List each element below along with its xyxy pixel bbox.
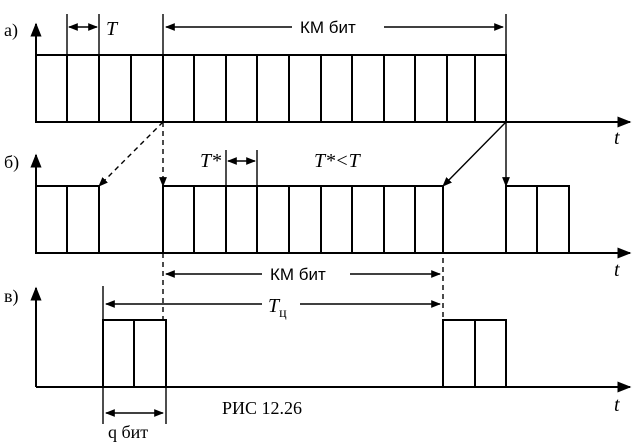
span-b-label: КМ бит <box>270 265 326 284</box>
row-a-span-label: КМ бит <box>300 18 356 37</box>
row-b-bit-block <box>162 185 444 254</box>
row-c: в) t Tц q бит <box>4 286 632 442</box>
row-c-label: в) <box>4 286 19 307</box>
solid-arrow-diagonal <box>442 121 507 187</box>
row-b-relation-label: T*<T <box>314 150 362 172</box>
span-b: КМ бит <box>162 186 444 322</box>
row-c-axis-label: t <box>614 394 620 416</box>
row-b-label: б) <box>4 152 19 173</box>
row-c-cycle-label: Tц <box>268 295 287 321</box>
row-a-period-label: T <box>106 18 119 40</box>
row-b-period-label: T* <box>200 150 221 172</box>
row-b-axis-label: t <box>614 259 620 281</box>
dashed-arrow-diagonal <box>98 121 164 187</box>
row-b: б) t T* T*<T <box>4 150 632 281</box>
figure-caption: РИС 12.26 <box>222 398 302 418</box>
row-c-group-label: q бит <box>108 422 148 442</box>
row-a: а) t T КМ би <box>4 14 632 149</box>
row-a-bit-dividers <box>66 55 476 122</box>
row-a-bit-frame <box>35 54 507 123</box>
row-b-bit-dividers <box>193 186 416 253</box>
row-a-to-b-connectors <box>98 121 510 187</box>
row-a-axis-label: t <box>614 127 620 149</box>
row-a-label: а) <box>4 20 18 41</box>
